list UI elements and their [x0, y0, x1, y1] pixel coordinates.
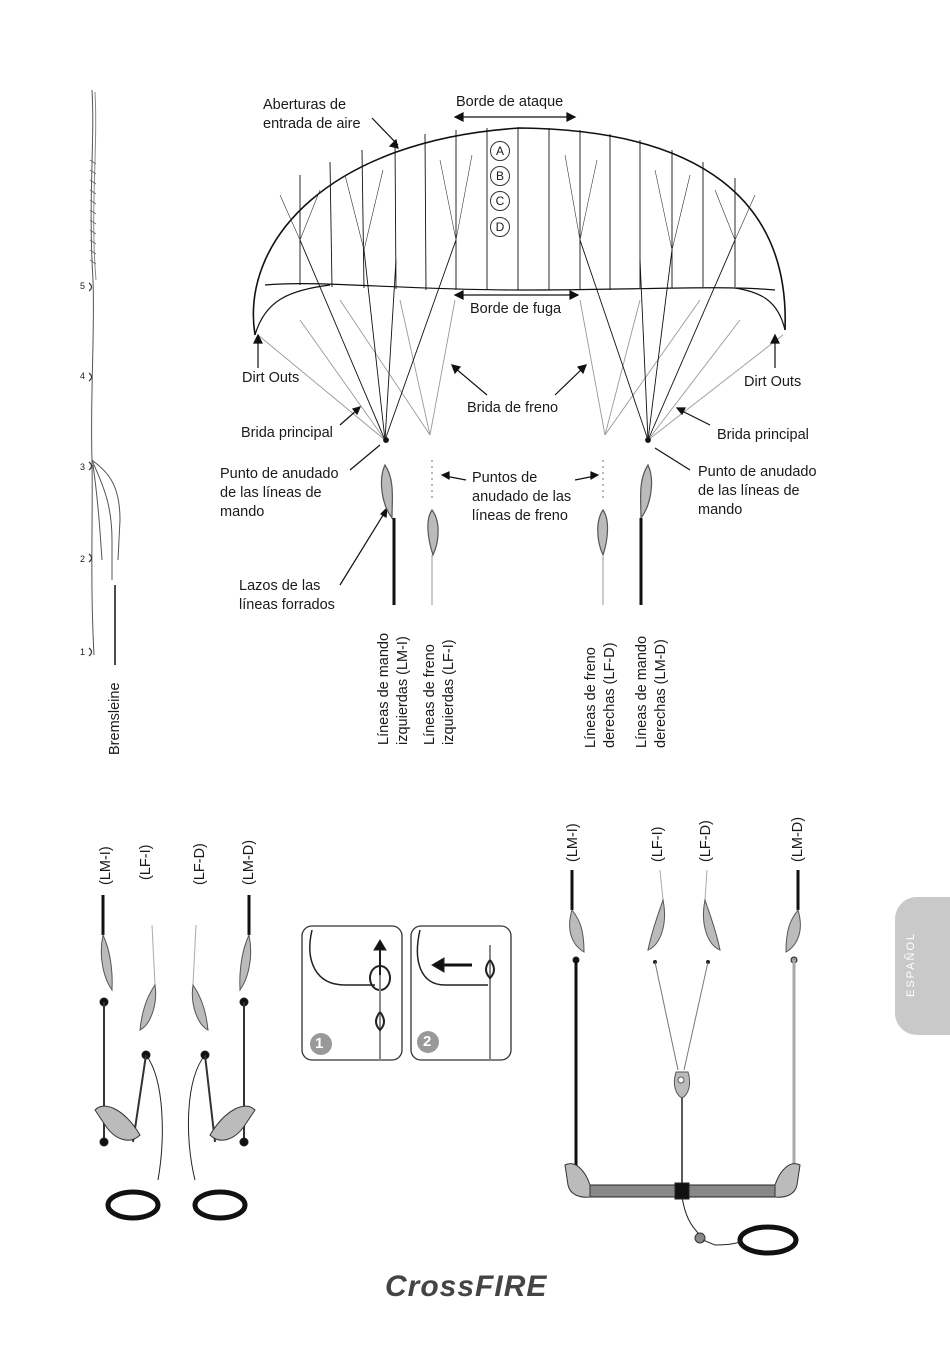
- bremsleine-label: Bremsleine: [106, 682, 125, 755]
- language-tab-label: ESPAÑOL: [905, 932, 917, 997]
- crossfire-logo: CrossFIRE: [385, 1270, 570, 1308]
- leading-edge-label: Borde de ataque: [456, 93, 563, 112]
- logo-text: CrossFIRE: [385, 1270, 547, 1303]
- brake-knot-label: Puntos de anudado de las líneas de freno: [472, 469, 571, 526]
- air-intakes-label: Aberturas de entrada de aire: [263, 96, 361, 134]
- row-label-a: A: [490, 141, 510, 161]
- dirt-outs-left-label: Dirt Outs: [242, 369, 299, 388]
- lm-d-vertical-label: Líneas de mando derechas (LM-D): [633, 636, 671, 748]
- handle-lm-d-label: (LM-D): [240, 840, 259, 885]
- control-bar-drawing: [565, 870, 800, 1253]
- row-label-c: C: [490, 191, 510, 211]
- bar-lm-i-label: (LM-I): [564, 823, 583, 862]
- steer-knot-right-label: Punto de anudado de las líneas de mando: [698, 463, 817, 520]
- bremsleine-line: [89, 90, 120, 665]
- main-bridle-right-label: Brida principal: [717, 426, 809, 445]
- knot-steps: [302, 926, 511, 1060]
- bar-lf-i-label: (LF-I): [649, 827, 668, 862]
- sleeved-loops-label: Lazos de las líneas forrados: [239, 577, 335, 615]
- bar-lm-d-label: (LM-D): [789, 817, 808, 862]
- handle-lm-i-label: (LM-I): [97, 846, 116, 885]
- handle-lf-d-label: (LF-D): [191, 843, 210, 885]
- handles-drawing: [95, 895, 255, 1218]
- lm-i-vertical-label: Líneas de mando izquierdas (LM-I): [375, 633, 413, 745]
- step-2-number: 2: [423, 1032, 431, 1051]
- language-tab: ESPAÑOL: [895, 897, 950, 1035]
- bar-lf-d-label: (LF-D): [697, 820, 716, 862]
- row-label-b: B: [490, 166, 510, 186]
- brake-bridle-label: Brida de freno: [467, 399, 558, 418]
- row-label-d: D: [490, 217, 510, 237]
- handle-lf-i-label: (LF-I): [137, 845, 156, 880]
- knot-number-1: 1: [80, 647, 85, 657]
- knot-number-4: 4: [80, 371, 85, 381]
- lf-i-vertical-label: Líneas de freno izquierdas (LF-I): [421, 639, 459, 745]
- knot-number-5: 5: [80, 281, 85, 291]
- trailing-edge-label: Borde de fuga: [470, 300, 561, 319]
- steer-knot-left-label: Punto de anudado de las líneas de mando: [220, 465, 339, 522]
- dirt-outs-right-label: Dirt Outs: [744, 373, 801, 392]
- step-1-number: 1: [315, 1034, 323, 1053]
- main-bridle-left-label: Brida principal: [241, 424, 333, 443]
- knot-number-2: 2: [80, 554, 85, 564]
- lf-d-vertical-label: Líneas de freno derechas (LF-D): [582, 642, 620, 748]
- knot-number-3: 3: [80, 462, 85, 472]
